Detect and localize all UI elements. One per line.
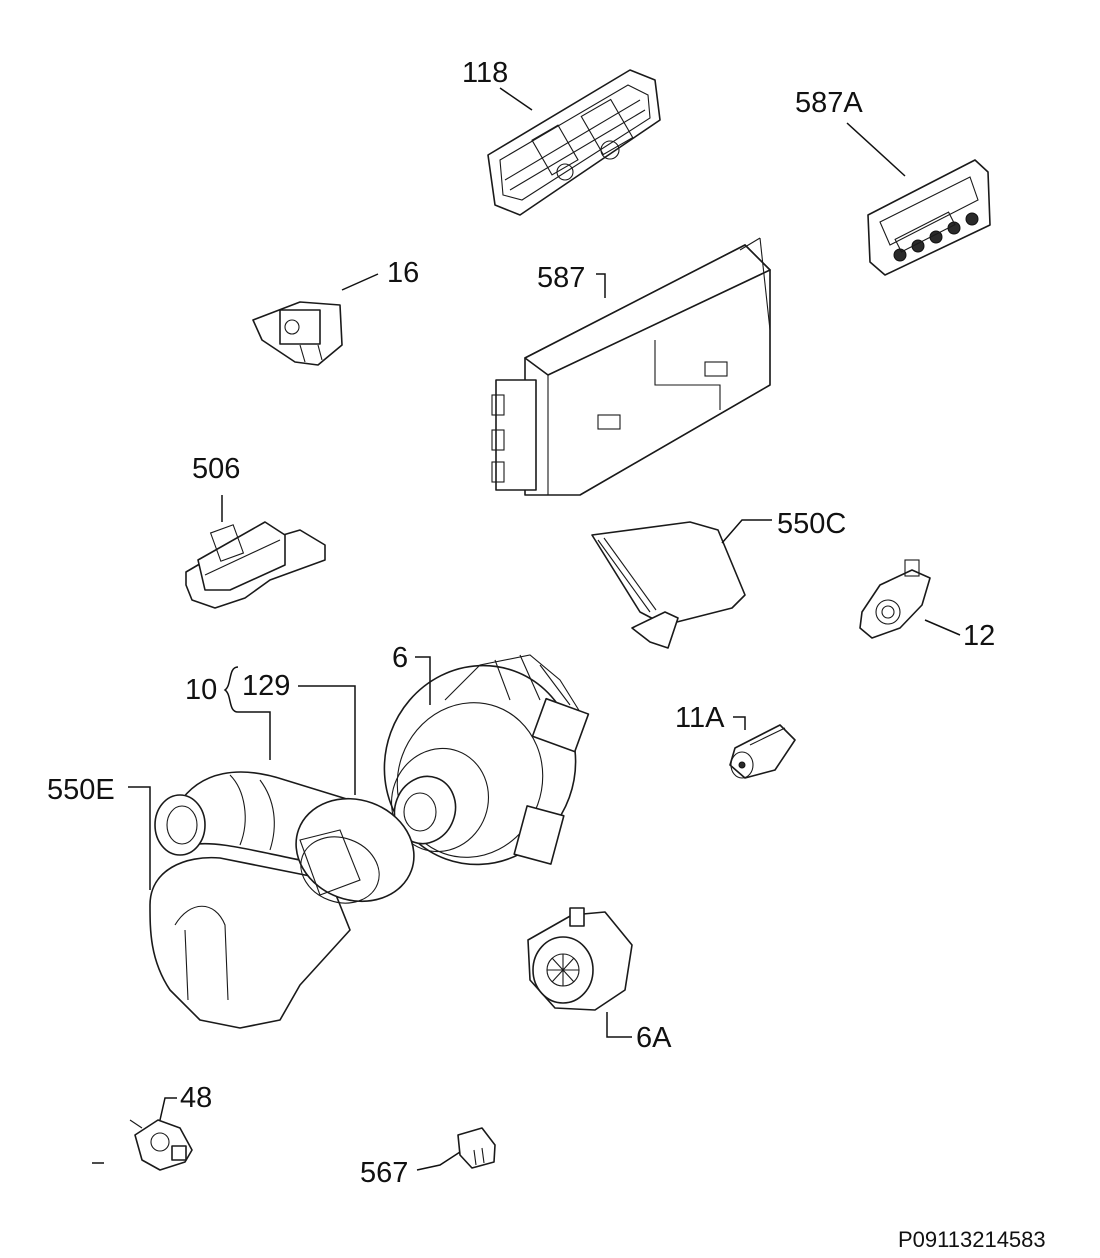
label-6: 6 — [392, 642, 408, 674]
leader-587A — [846, 122, 906, 177]
leader-587 — [596, 273, 606, 298]
part-6-circulation-pump — [383, 654, 590, 866]
part-567-clip — [457, 1127, 496, 1169]
leader-118 — [499, 87, 533, 111]
part-12-sensor — [859, 559, 931, 639]
part-550C-cover — [591, 521, 746, 649]
label-6A: 6A — [636, 1022, 672, 1054]
part-48-sensor — [129, 1119, 193, 1171]
leader-550C — [721, 519, 772, 544]
label-550E: 550E — [47, 774, 115, 806]
leader-11A — [733, 716, 746, 730]
label-118: 118 — [462, 57, 508, 89]
label-587A: 587A — [795, 87, 863, 119]
label-11A: 11A — [675, 702, 725, 734]
leader-12 — [924, 619, 961, 636]
leader-567 — [416, 1151, 461, 1171]
leader-6 — [415, 656, 431, 705]
leader-550E — [128, 786, 151, 890]
part-550E-heater-housing — [149, 797, 415, 1029]
label-567: 567 — [360, 1157, 408, 1189]
label-16: 16 — [387, 257, 419, 289]
label-506: 506 — [192, 453, 240, 485]
label-48: 48 — [180, 1082, 212, 1114]
part-11A-component — [729, 724, 796, 779]
leader-6A — [606, 1012, 632, 1038]
drawing-code: P09113214583 — [898, 1227, 1046, 1252]
leader-129 — [298, 685, 356, 795]
label-12: 12 — [963, 620, 995, 652]
leader-10-brace — [223, 666, 239, 713]
label-10: 10 — [185, 674, 217, 706]
part-587-power-module — [491, 237, 771, 496]
part-506-bracket — [185, 521, 326, 609]
label-129: 129 — [242, 670, 290, 702]
part-16-switch — [252, 301, 343, 366]
leader-16 — [341, 273, 379, 291]
part-118-control-board — [487, 69, 661, 216]
part-6A-drain-pump — [527, 907, 633, 1011]
label-587: 587 — [537, 262, 585, 294]
label-550C: 550C — [777, 508, 846, 540]
leader-48 — [159, 1097, 177, 1121]
part-587A-display-board — [867, 159, 991, 276]
leader-10 — [238, 711, 271, 760]
